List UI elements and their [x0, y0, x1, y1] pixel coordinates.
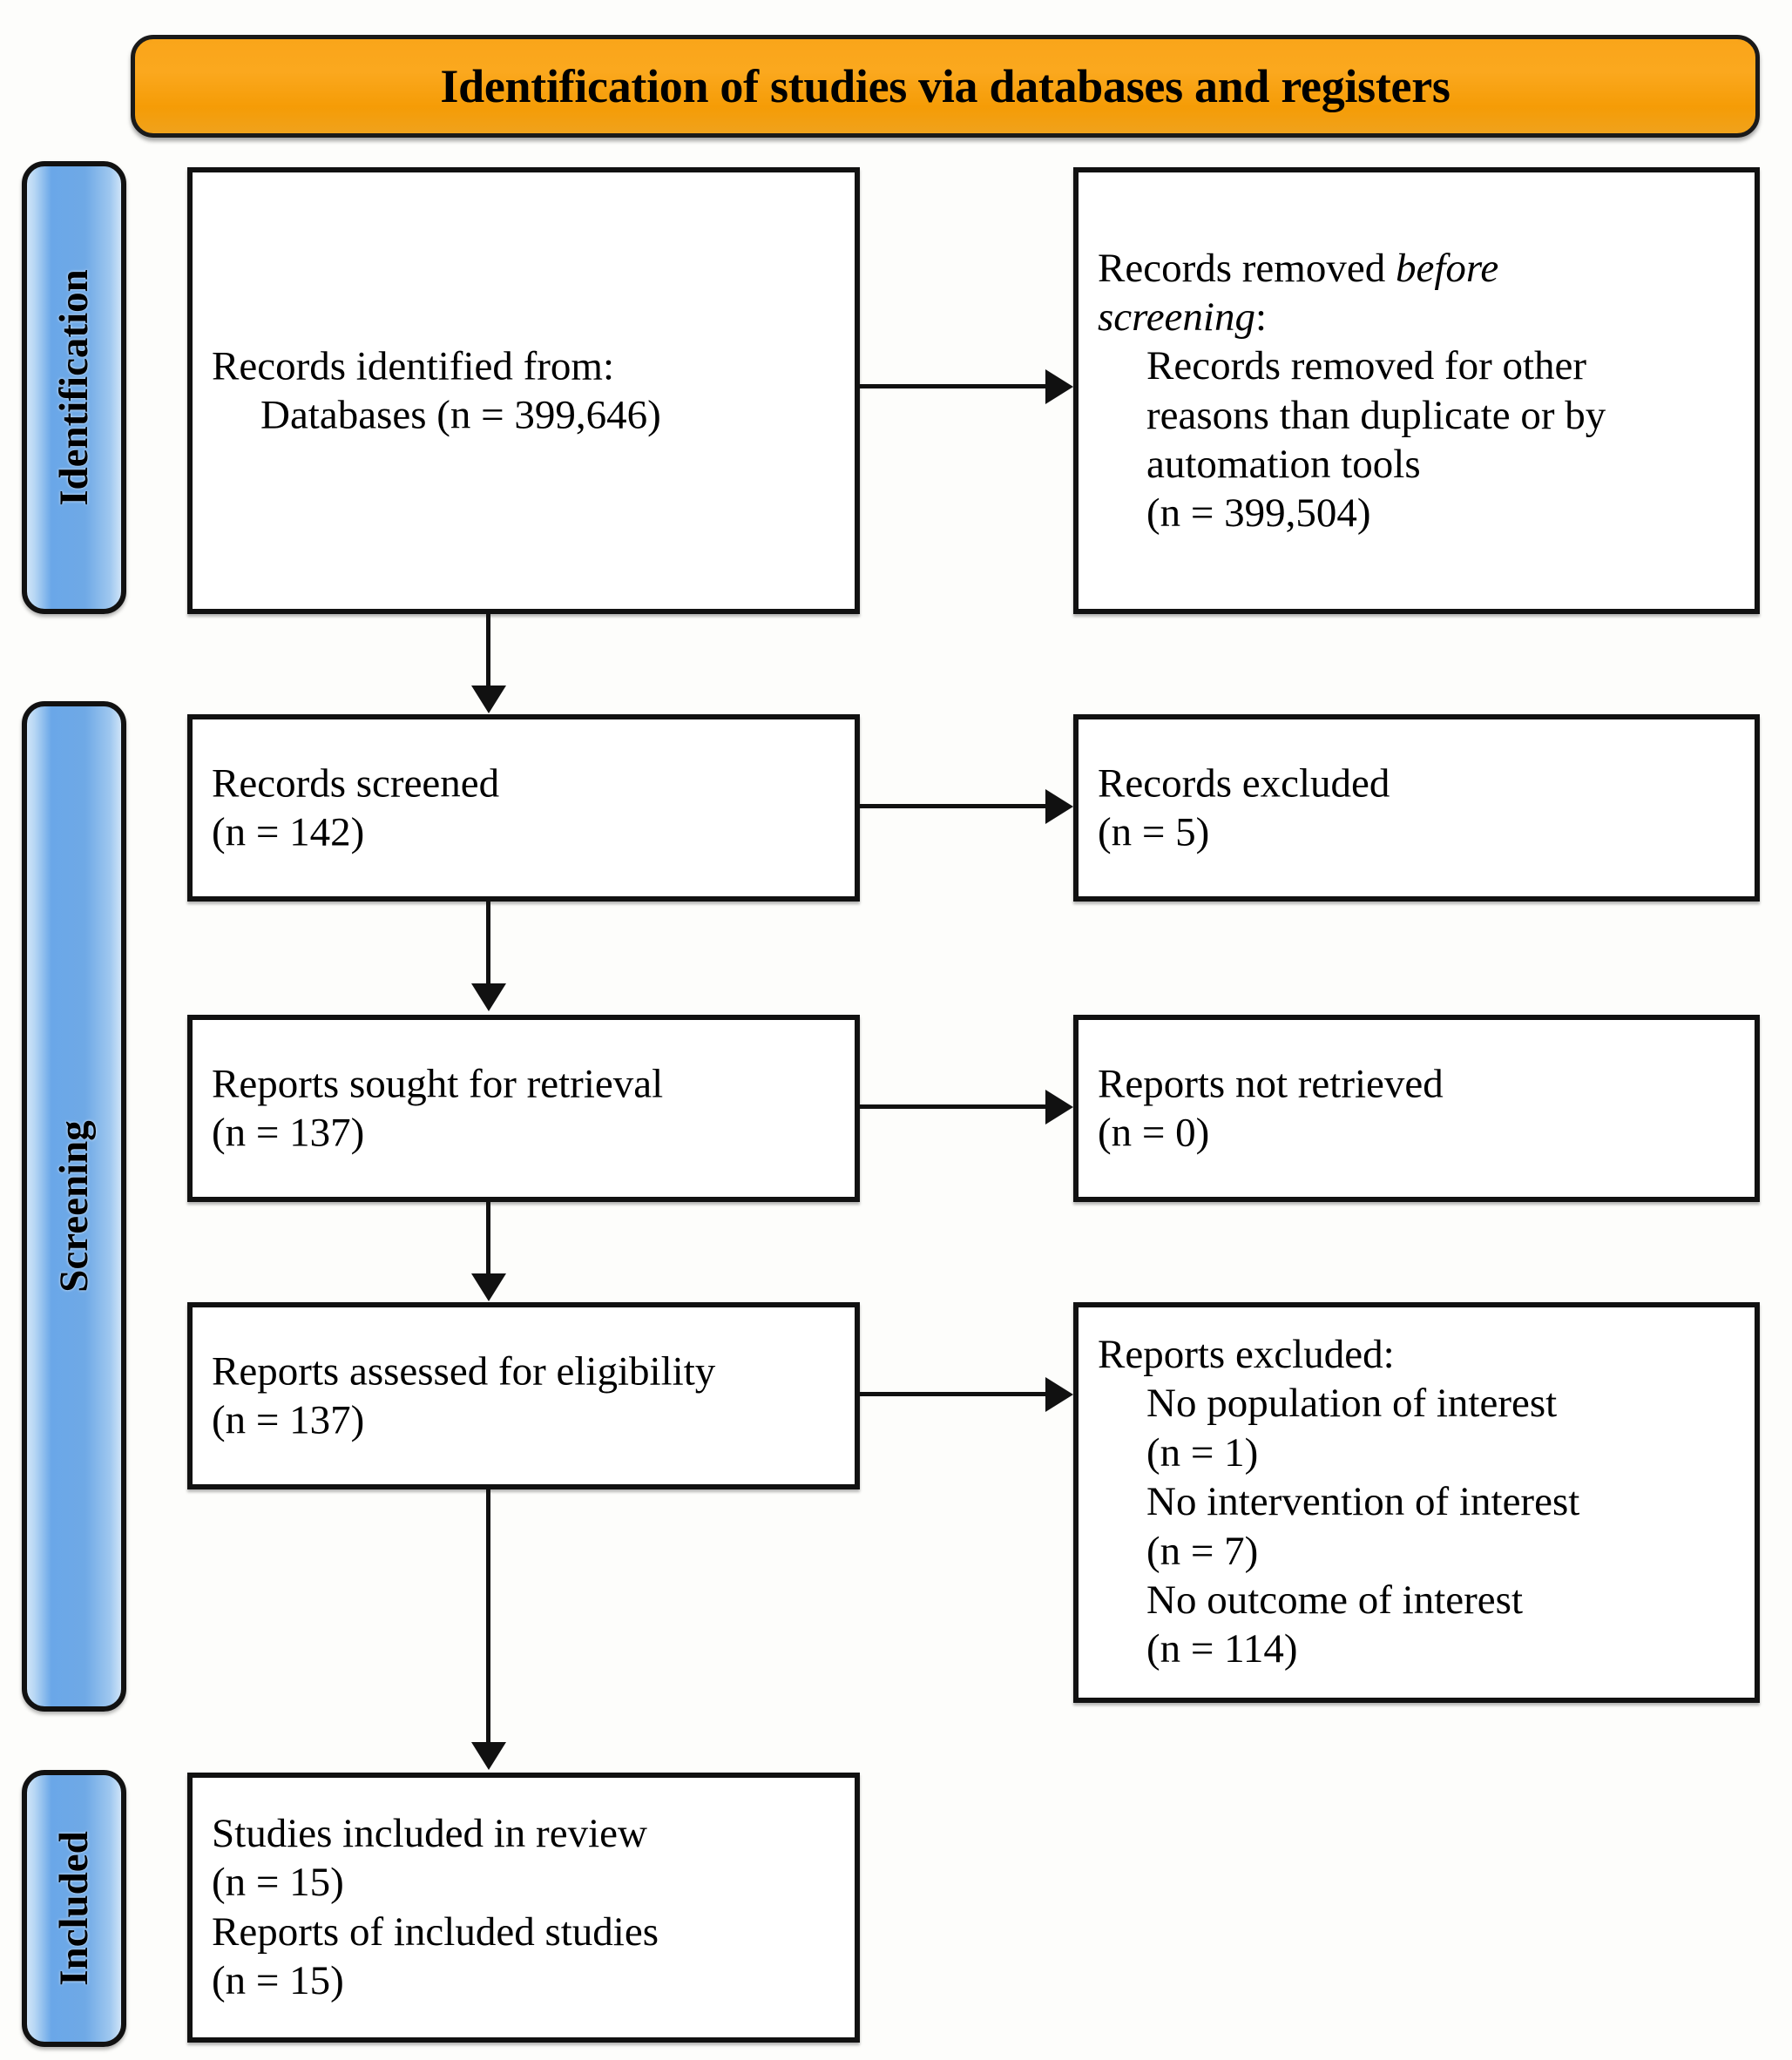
box-studies-included: Studies included in review (n = 15) Repo…: [187, 1773, 860, 2043]
studies-included-line-4: (n = 15): [212, 1958, 344, 2004]
records-removed-line-5: automation tools: [1146, 441, 1421, 487]
box-records-identified-content: Records identified from: Databases (n = …: [212, 341, 842, 440]
box-reports-assessed-content: Reports assessed for eligibility (n = 13…: [212, 1347, 842, 1445]
connector-screened-to-excluded-line: [860, 804, 1047, 808]
reports-sought-line-1: Reports sought for retrieval: [212, 1061, 664, 1107]
connector-sought-to-assessed-arrow: [471, 1273, 506, 1301]
reports-excluded-line-4: No intervention of interest: [1146, 1479, 1580, 1525]
box-records-removed-before-screening: Records removed before screening: Record…: [1073, 167, 1760, 614]
connector-screened-to-sought-arrow: [471, 983, 506, 1011]
records-removed-line-2: screening:: [1098, 293, 1742, 341]
connector-assessed-to-excluded-arrow: [1045, 1377, 1073, 1412]
box-reports-excluded: Reports excluded: No population of inter…: [1073, 1302, 1760, 1703]
box-records-excluded-content: Records excluded (n = 5): [1098, 759, 1742, 857]
box-records-screened-content: Records screened (n = 142): [212, 759, 842, 857]
reports-not-retrieved-line-2: (n = 0): [1098, 1110, 1210, 1156]
records-removed-line-1-emph: before: [1395, 245, 1499, 291]
records-excluded-line-2: (n = 5): [1098, 809, 1210, 855]
records-excluded-line-1: Records excluded: [1098, 760, 1390, 807]
box-studies-included-content: Studies included in review (n = 15) Repo…: [212, 1809, 842, 2006]
records-screened-line-2: (n = 142): [212, 809, 365, 855]
records-identified-line-1: Records identified from:: [212, 343, 615, 389]
records-removed-line-2-colon: :: [1254, 294, 1268, 340]
box-reports-excluded-content: Reports excluded: No population of inter…: [1098, 1330, 1742, 1674]
stage-screening-label: Screening: [51, 1120, 97, 1293]
studies-included-line-2: (n = 15): [212, 1860, 344, 1906]
reports-not-retrieved-line-1: Reports not retrieved: [1098, 1061, 1444, 1107]
box-records-excluded: Records excluded (n = 5): [1073, 714, 1760, 902]
stage-identification-label: Identification: [51, 269, 97, 506]
box-records-identified: Records identified from: Databases (n = …: [187, 167, 860, 614]
box-reports-sought: Reports sought for retrieval (n = 137): [187, 1015, 860, 1202]
box-records-removed-content: Records removed before screening: Record…: [1098, 243, 1742, 537]
connector-assessed-to-included-arrow: [471, 1742, 506, 1770]
connector-identified-to-screened-arrow: [471, 686, 506, 713]
studies-included-line-3: Reports of included studies: [212, 1909, 659, 1955]
connector-screened-to-sought-line: [486, 902, 490, 985]
reports-sought-line-2: (n = 137): [212, 1110, 365, 1156]
reports-assessed-line-1: Reports assessed for eligibility: [212, 1348, 716, 1395]
diagram-header-banner: Identification of studies via databases …: [131, 35, 1760, 138]
box-reports-not-retrieved-content: Reports not retrieved (n = 0): [1098, 1059, 1742, 1158]
connector-assessed-to-excluded-line: [860, 1392, 1047, 1396]
connector-sought-to-not-retrieved-arrow: [1045, 1090, 1073, 1125]
stage-screening: Screening: [22, 701, 126, 1712]
stage-included: Included: [22, 1770, 126, 2047]
stage-included-label: Included: [51, 1831, 97, 1986]
connector-sought-to-not-retrieved-line: [860, 1104, 1047, 1109]
connector-assessed-to-included-line: [486, 1489, 490, 1744]
reports-excluded-line-2: No population of interest: [1146, 1381, 1558, 1427]
records-removed-line-1-text: Records removed: [1098, 245, 1396, 291]
records-removed-line-1: Records removed before: [1098, 243, 1742, 292]
box-reports-sought-content: Reports sought for retrieval (n = 137): [212, 1059, 842, 1158]
reports-excluded-line-3: (n = 1): [1146, 1429, 1259, 1476]
stage-identification: Identification: [22, 161, 126, 614]
records-removed-line-3: Records removed for other: [1146, 343, 1587, 389]
records-screened-line-1: Records screened: [212, 760, 500, 807]
records-removed-line-6: (n = 399,504): [1146, 490, 1371, 537]
reports-excluded-line-6: No outcome of interest: [1146, 1577, 1524, 1623]
records-removed-line-4: reasons than duplicate or by: [1146, 392, 1606, 438]
connector-screened-to-excluded-arrow: [1045, 789, 1073, 824]
connector-identified-to-removed-arrow: [1045, 369, 1073, 404]
records-identified-line-2: Databases (n = 399,646): [260, 392, 661, 438]
box-reports-assessed: Reports assessed for eligibility (n = 13…: [187, 1302, 860, 1489]
box-records-screened: Records screened (n = 142): [187, 714, 860, 902]
box-reports-not-retrieved: Reports not retrieved (n = 0): [1073, 1015, 1760, 1202]
studies-included-line-1: Studies included in review: [212, 1811, 647, 1857]
banner-title: Identification of studies via databases …: [440, 60, 1451, 112]
reports-excluded-line-1: Reports excluded:: [1098, 1332, 1395, 1377]
reports-excluded-line-7: (n = 114): [1146, 1626, 1298, 1672]
reports-excluded-line-5: (n = 7): [1146, 1528, 1259, 1574]
connector-identified-to-screened-line: [486, 614, 490, 687]
connector-identified-to-removed-line: [860, 384, 1047, 388]
reports-assessed-line-2: (n = 137): [212, 1397, 365, 1443]
records-removed-line-2-emph: screening: [1098, 294, 1255, 340]
connector-sought-to-assessed-line: [486, 1202, 490, 1275]
